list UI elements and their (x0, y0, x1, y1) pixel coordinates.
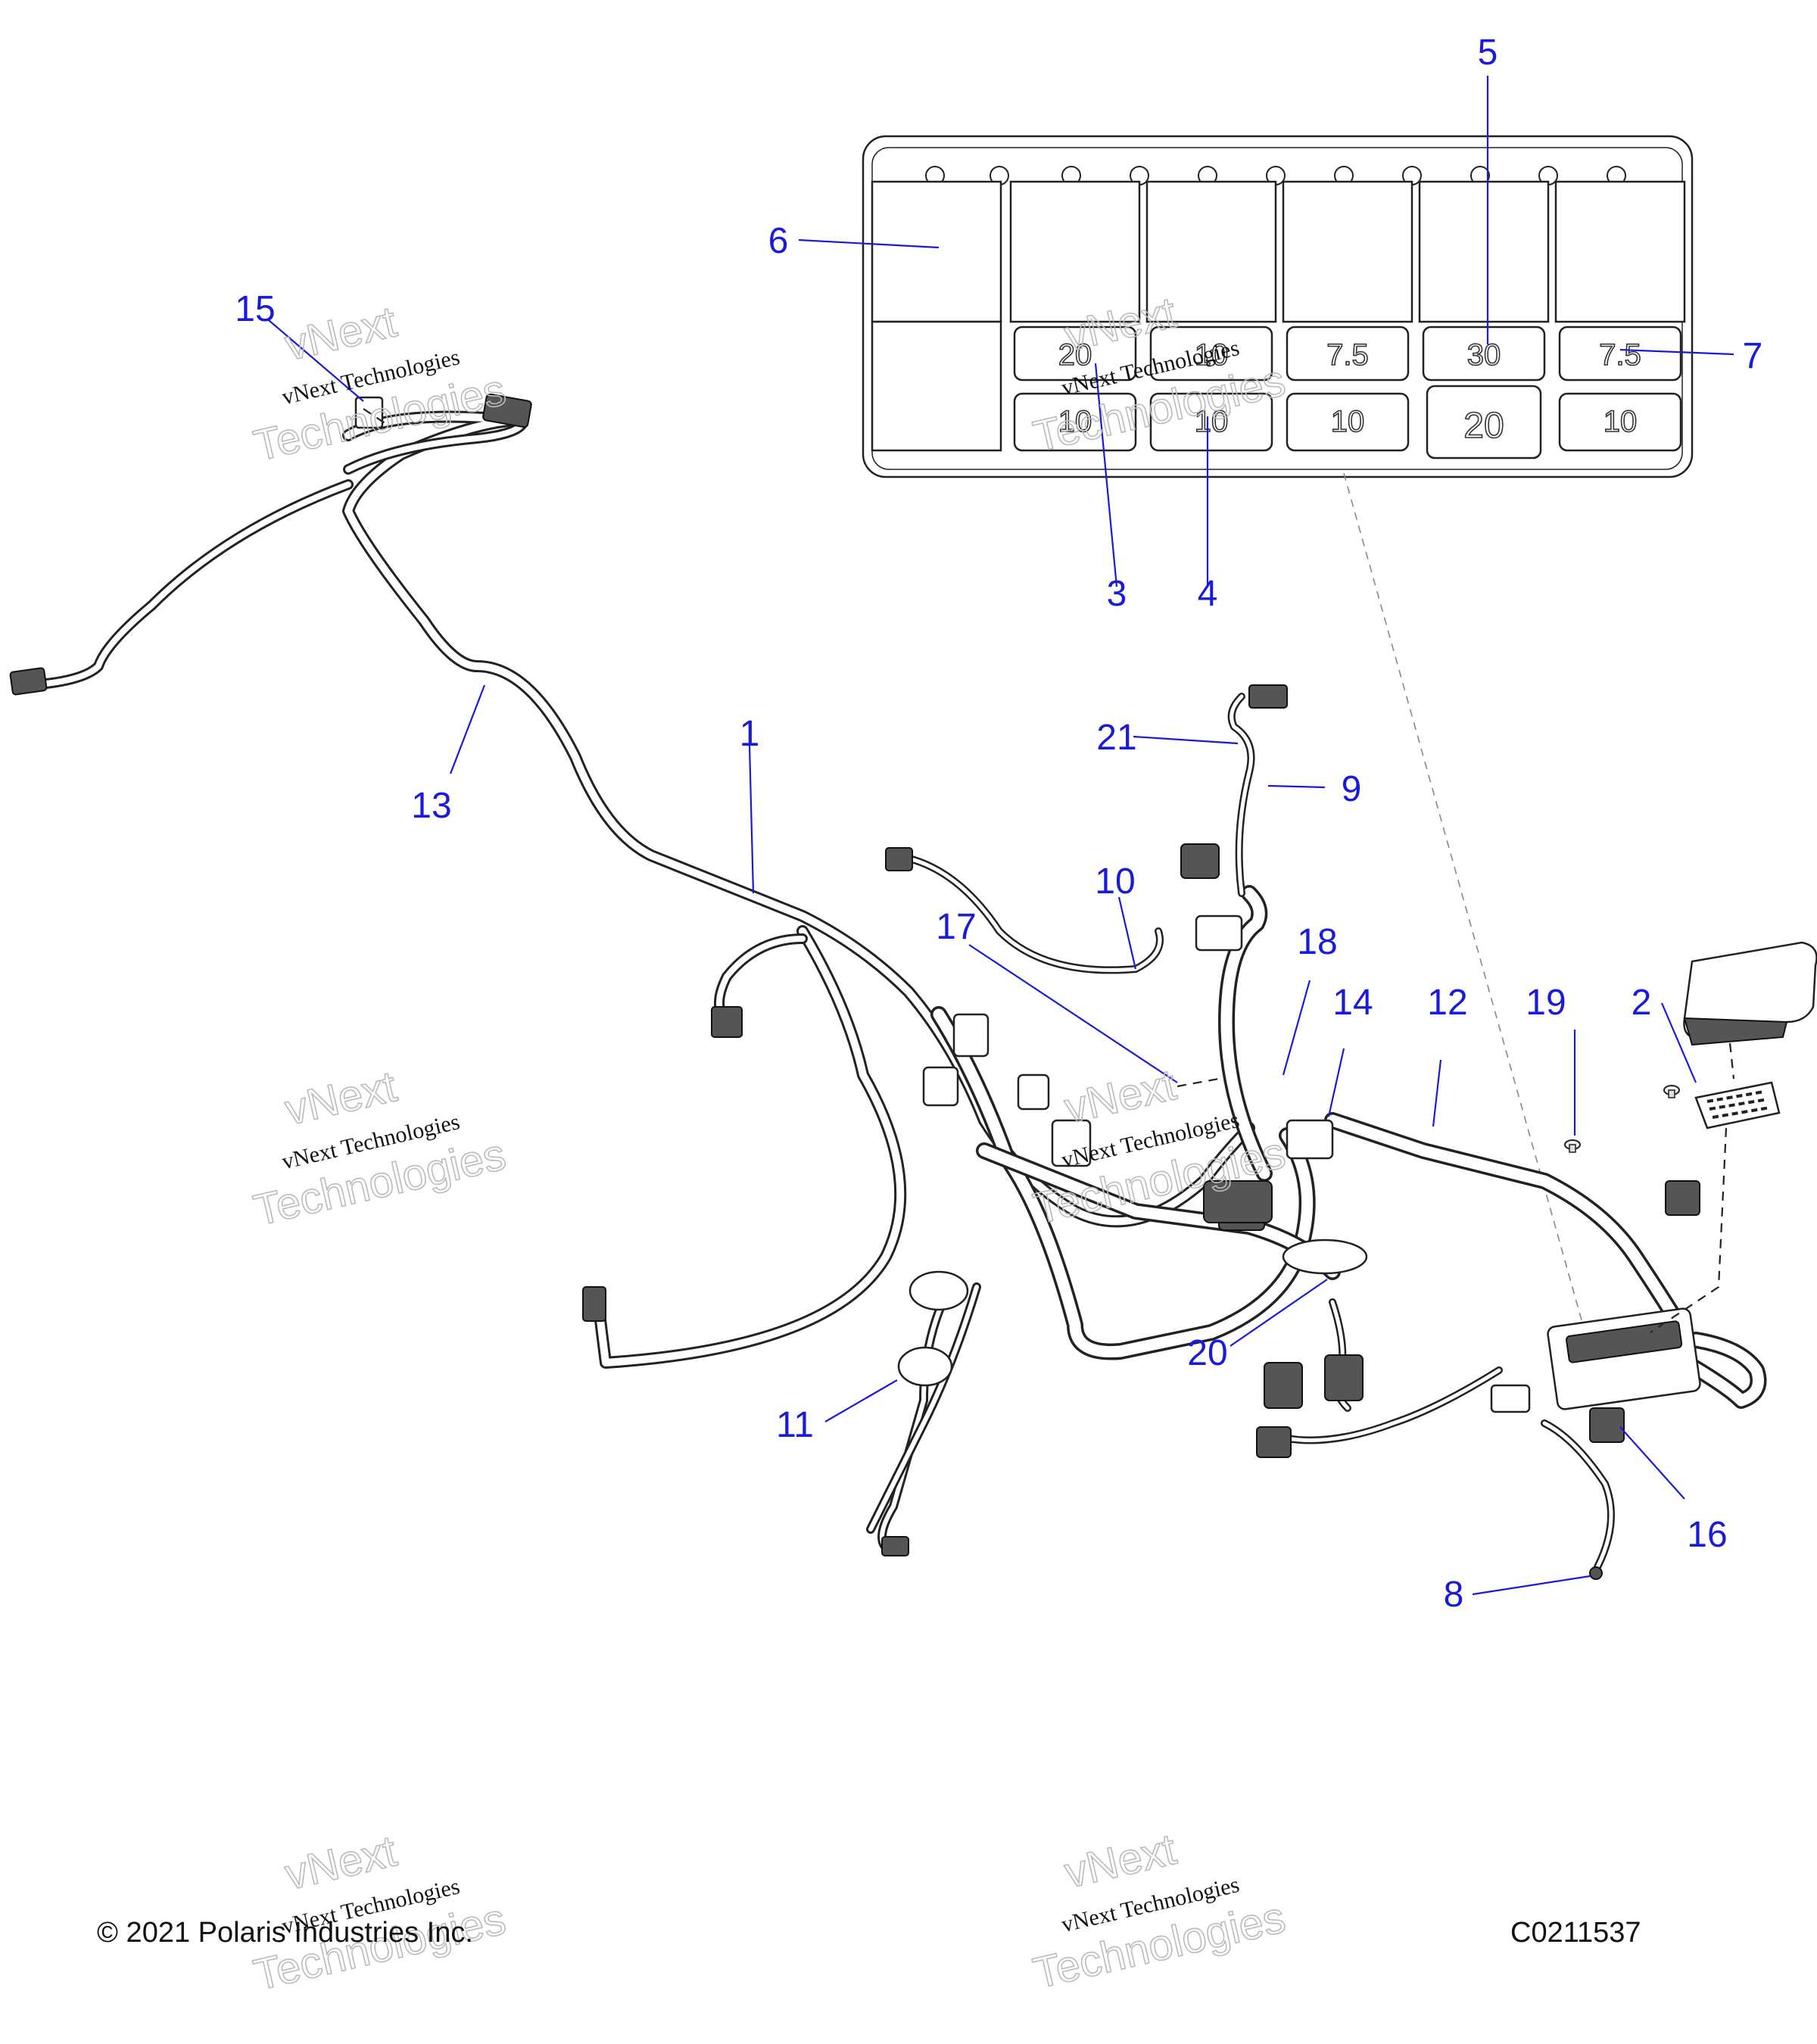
fuse-top-1: 20 (1058, 338, 1092, 372)
screw-2 (1663, 1085, 1680, 1098)
callout-5: 5 (1478, 33, 1498, 73)
screw-19 (1564, 1139, 1581, 1153)
callout-18: 18 (1297, 922, 1337, 962)
connectors (9, 393, 1817, 1580)
copyright-text: © 2021 Polaris Industries Inc. (97, 1917, 473, 1949)
callout-8: 8 (1444, 1575, 1464, 1615)
callout-7: 7 (1743, 336, 1763, 376)
svg-text:vNext: vNext (1060, 1824, 1180, 1898)
callout-21: 21 (1096, 718, 1136, 758)
relay-sockets (871, 180, 1686, 452)
fuse-values-top: 20 10 7.5 30 7.5 (1058, 338, 1642, 372)
fuse-top-2: 10 (1195, 338, 1229, 372)
fuse-bottom-4: 20 (1463, 406, 1504, 446)
drawing-id: C0211537 (1510, 1917, 1641, 1949)
callout-2: 2 (1632, 983, 1652, 1023)
callout-19: 19 (1526, 983, 1566, 1023)
fuse-bottom-5: 10 (1604, 405, 1638, 438)
callout-1: 1 (740, 714, 760, 754)
projection-line (1343, 472, 1587, 1337)
harness-wires (25, 410, 1767, 1571)
svg-text:vNext: vNext (280, 1826, 400, 1899)
watermark-6: vNext vNext Technologies Technologies (1028, 1824, 1290, 1999)
fuse-box: 20 10 7.5 30 7.5 10 10 10 20 10 (862, 135, 1694, 478)
callout-14: 14 (1332, 983, 1373, 1023)
callout-3: 3 (1107, 574, 1127, 614)
fuse-values-bottom: 10 10 10 20 10 (1058, 404, 1638, 447)
callout-16: 16 (1687, 1515, 1727, 1555)
fuse-bottom-1: 10 (1058, 405, 1092, 438)
callout-15: 15 (235, 289, 275, 329)
callout-20: 20 (1187, 1333, 1227, 1373)
callout-12: 12 (1427, 983, 1467, 1023)
watermark-3: vNext vNext Technologies Technologies (248, 1061, 510, 1236)
fuse-box-cover (1683, 941, 1817, 1046)
callout-11: 11 (776, 1405, 814, 1445)
svg-text:vNext: vNext (280, 297, 400, 370)
fuse-top-4: 30 (1467, 338, 1501, 372)
leader-lines (268, 76, 1734, 1596)
callout-4: 4 (1198, 574, 1218, 614)
callout-9: 9 (1342, 769, 1362, 809)
fuse-top-3: 7.5 (1326, 338, 1369, 372)
svg-text:vNext: vNext (1060, 1060, 1180, 1133)
callout-17: 17 (936, 907, 976, 947)
fuse-bottom-2: 10 (1195, 405, 1229, 438)
callout-10: 10 (1095, 862, 1135, 902)
callout-6: 6 (768, 221, 789, 261)
fuse-slots (1013, 326, 1682, 460)
watermarks: vNext vNext Technologies Technologies vN… (248, 287, 1290, 2001)
callout-numbers: 1 2 3 4 5 6 7 8 9 10 11 12 13 14 15 16 1… (235, 33, 1762, 1615)
fuse-decal (1694, 1081, 1781, 1129)
svg-text:vNext: vNext (280, 1061, 400, 1135)
callout-13: 13 (411, 786, 451, 826)
fuse-top-5: 7.5 (1599, 338, 1641, 372)
watermark-5: vNext vNext Technologies Technologies (248, 1826, 510, 2001)
fuse-bottom-3: 10 (1331, 405, 1365, 438)
